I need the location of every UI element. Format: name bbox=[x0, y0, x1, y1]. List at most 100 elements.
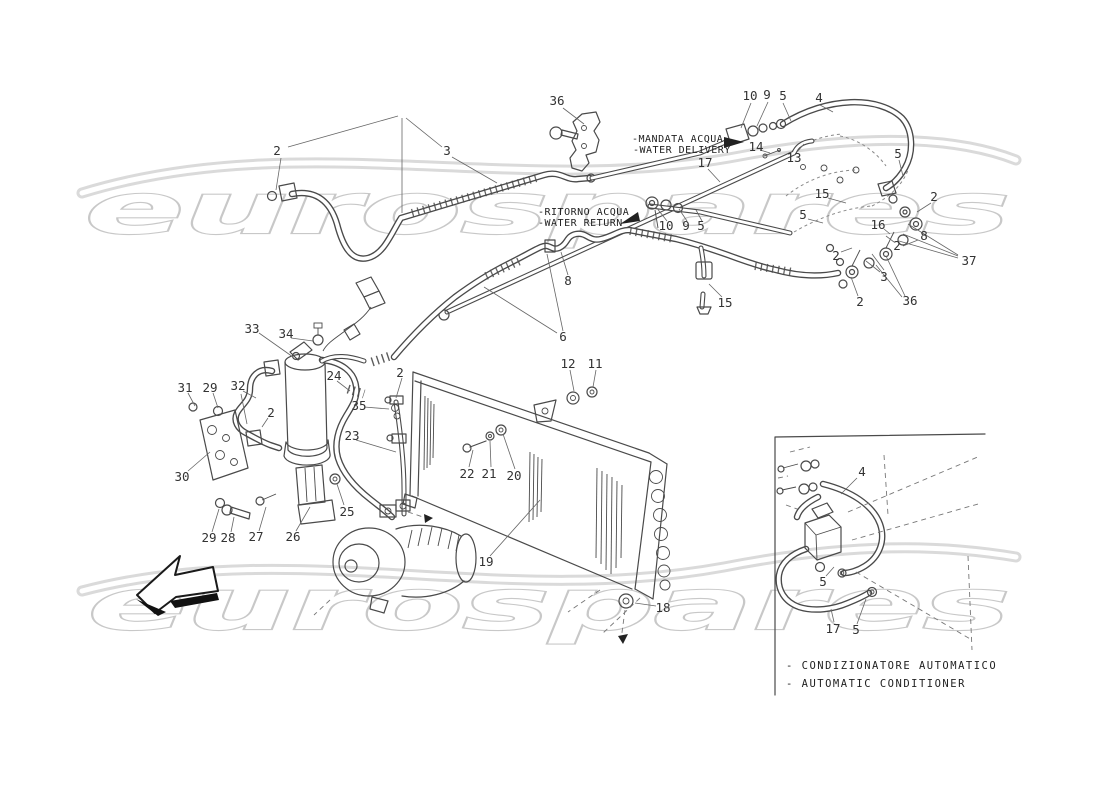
pipe-part23 bbox=[391, 402, 405, 514]
nut-part25 bbox=[329, 473, 341, 485]
part-callout-12-28: 12 bbox=[560, 356, 575, 371]
right-fitting-cluster bbox=[825, 194, 923, 289]
hose-braid-texture bbox=[410, 173, 542, 217]
water-return-label-en: -WATER RETURN bbox=[538, 218, 623, 229]
valve-top bbox=[811, 502, 834, 519]
part-callout-9-4: 9 bbox=[763, 87, 771, 102]
nut-part31 bbox=[188, 402, 198, 412]
callout-leader-lines bbox=[187, 101, 959, 625]
part-callout-29-42: 29 bbox=[201, 530, 216, 545]
part-callout-33-30: 33 bbox=[244, 321, 259, 336]
lower-hardware bbox=[214, 473, 341, 520]
part-callout-14-7: 14 bbox=[748, 139, 763, 154]
hose-end-fitting bbox=[278, 182, 298, 202]
washer-part21 bbox=[485, 431, 495, 441]
clamp-part26 bbox=[285, 439, 329, 451]
small-arrowhead bbox=[424, 514, 433, 523]
part-callout-25-41: 25 bbox=[339, 504, 354, 519]
part-callout-2-16: 2 bbox=[893, 238, 901, 253]
part-callout-8-25: 8 bbox=[564, 273, 572, 288]
watermark-bottom: eurospares bbox=[76, 542, 1022, 647]
part-callout-26-45: 26 bbox=[285, 529, 300, 544]
part-callout-36-2: 36 bbox=[549, 93, 564, 108]
part-callout-15-26: 15 bbox=[717, 295, 732, 310]
part-callout-27-44: 27 bbox=[248, 529, 263, 544]
part-callout-3-1: 3 bbox=[443, 143, 451, 158]
delivery-arrow bbox=[724, 137, 744, 148]
drain-pipe-15 bbox=[695, 248, 713, 315]
part-callout-5-54: 5 bbox=[852, 622, 860, 637]
part-callout-2-36: 2 bbox=[396, 365, 404, 380]
hose-clamp bbox=[544, 239, 556, 253]
part-callout-18-50: 18 bbox=[655, 600, 670, 615]
part-callout-36-21: 36 bbox=[902, 293, 917, 308]
bolt-head-part28 bbox=[221, 504, 233, 516]
part-callout-2-17: 2 bbox=[832, 248, 840, 263]
outlet-fitting bbox=[391, 433, 407, 444]
direction-arrow bbox=[136, 555, 219, 616]
drain-bulge bbox=[695, 261, 713, 280]
part-callout-22-46: 22 bbox=[459, 466, 474, 481]
part-callout-8-15: 8 bbox=[920, 228, 928, 243]
mount-lug bbox=[369, 596, 389, 614]
screw-part27 bbox=[261, 493, 277, 501]
hex-nut bbox=[263, 359, 281, 377]
hose-water-delivery bbox=[266, 173, 596, 259]
part-callout-17-53: 17 bbox=[825, 621, 840, 636]
water-delivery-label-it: -MANDATA ACQUA bbox=[632, 134, 723, 145]
part-callout-2-12: 2 bbox=[930, 189, 938, 204]
part-callout-31-32: 31 bbox=[177, 380, 192, 395]
screw-part22 bbox=[469, 440, 487, 448]
mounting-tab bbox=[533, 399, 557, 423]
flow-annotations: -MANDATA ACQUA -WATER DELIVERY -RITORNO … bbox=[538, 134, 744, 229]
watermark-text-top: eurospares bbox=[85, 168, 1010, 250]
washer-part29b bbox=[214, 497, 226, 509]
elbow-part32 bbox=[236, 359, 281, 448]
compressor bbox=[313, 499, 477, 616]
part-callout-19-49: 19 bbox=[478, 554, 493, 569]
fin-lines bbox=[423, 395, 623, 575]
wire-sleeve bbox=[343, 323, 361, 341]
hex-nut bbox=[245, 429, 263, 447]
fitting-part33 bbox=[291, 351, 301, 361]
top-fitting bbox=[289, 341, 313, 361]
spade-connector bbox=[355, 276, 380, 298]
condenser-foot bbox=[402, 493, 418, 509]
part-callout-4-51: 4 bbox=[858, 464, 866, 479]
nut-part20 bbox=[495, 424, 507, 436]
bushing-part12 bbox=[566, 391, 580, 405]
part-callout-6-27: 6 bbox=[559, 329, 567, 344]
watermark-top: eurospares bbox=[76, 134, 1022, 251]
receiver-drier bbox=[283, 322, 336, 525]
switch-part34 bbox=[312, 334, 324, 346]
grommet-part18 bbox=[618, 593, 634, 609]
small-arrowhead bbox=[618, 634, 628, 644]
part-callout-32-34: 32 bbox=[230, 378, 245, 393]
inset-bolt bbox=[782, 463, 799, 469]
part-callout-5-24: 5 bbox=[697, 218, 705, 233]
part-callout-5-13: 5 bbox=[799, 207, 807, 222]
watermark-text-bottom: eurospares bbox=[88, 564, 1010, 646]
part-callout-37-18: 37 bbox=[961, 253, 976, 268]
part-callout-20-48: 20 bbox=[506, 468, 521, 483]
inset-note-italian: - CONDIZIONATORE AUTOMATICO bbox=[786, 660, 997, 672]
part-callout-2-38: 2 bbox=[267, 405, 275, 420]
junction-fittings-10-9-5 bbox=[645, 196, 684, 229]
part-callout-29-33: 29 bbox=[202, 380, 217, 395]
part-callout-2-0: 2 bbox=[273, 143, 281, 158]
part-callout-35-37: 35 bbox=[351, 398, 366, 413]
part13-dot bbox=[800, 164, 806, 170]
compressor-hatching bbox=[407, 526, 460, 552]
part-callout-16-14: 16 bbox=[870, 217, 885, 232]
part-callout-5-10: 5 bbox=[894, 146, 902, 161]
water-delivery-label-en: -WATER DELIVERY bbox=[633, 145, 731, 156]
sensor-wire-connector bbox=[322, 276, 386, 352]
part-callout-17-9: 17 bbox=[697, 155, 712, 170]
part-callout-3-19: 3 bbox=[880, 269, 888, 284]
condenser-part19 bbox=[384, 371, 671, 644]
hose-water-return bbox=[370, 230, 838, 367]
part-callout-4-6: 4 bbox=[815, 90, 823, 105]
bolt-shank bbox=[229, 506, 251, 520]
